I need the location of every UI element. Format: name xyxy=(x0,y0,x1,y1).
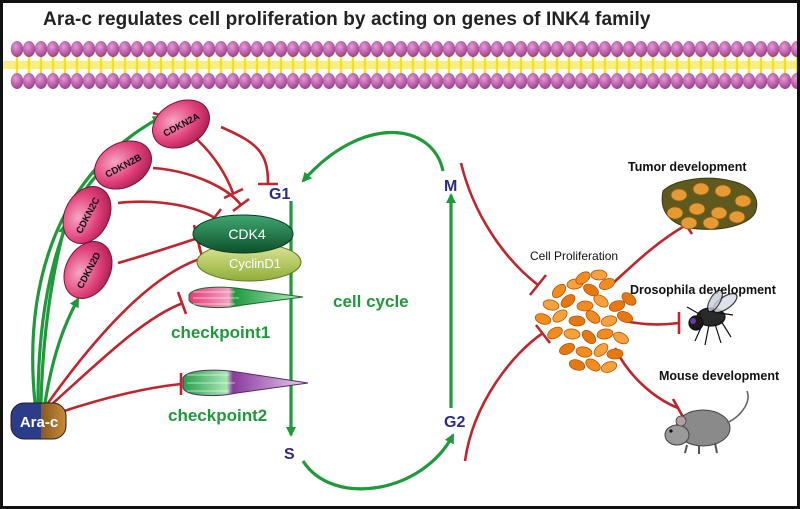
ara-c-badge: Ara-c xyxy=(10,402,67,440)
drosophila-icon xyxy=(686,289,738,346)
gene-cdkn2a: CDKN2A xyxy=(152,99,210,149)
ara-c-label: Ara-c xyxy=(20,414,58,431)
inhibit-cdkn2b-cdk4 xyxy=(152,166,243,206)
phase-g2: G2 xyxy=(444,414,465,431)
inhibit-arac-complex xyxy=(46,256,204,404)
bar xyxy=(176,291,188,315)
inhibit-cdkn2a-g1 xyxy=(220,125,270,184)
bar xyxy=(671,398,685,418)
checkpoint1-label: checkpoint1 xyxy=(171,323,270,342)
cell-proliferation-label: Cell Proliferation xyxy=(530,249,618,263)
phase-g1: G1 xyxy=(269,186,290,203)
arrow-m-to-g1 xyxy=(301,131,445,183)
inhibit-cdkn2c-cdk4 xyxy=(117,200,216,220)
cell-cycle-label: cell cycle xyxy=(333,292,409,311)
checkpoint2-shape xyxy=(182,369,309,397)
proliferating-cells-cluster xyxy=(534,269,637,373)
cell-membrane xyxy=(3,41,797,89)
mouse-icon xyxy=(664,390,749,454)
inhibit-arac-checkpoint2 xyxy=(57,382,182,415)
cyclind1-label: CyclinD1 xyxy=(229,256,281,271)
outcome-drosophila-label: Drosophila development xyxy=(630,283,777,297)
inhibit-arac-checkpoint1 xyxy=(50,301,184,406)
bar xyxy=(528,274,548,296)
checkpoint1-shape xyxy=(188,286,304,309)
gene-cdkn2b: CDKN2B xyxy=(94,140,152,190)
pathway-diagram: CDKN2A CDKN2B CDKN2C CDKN2D CDK4 CyclinD… xyxy=(3,41,797,491)
inhibit-proliferation-drosophila xyxy=(624,319,680,326)
bar xyxy=(223,187,244,200)
diagram-title: Ara-c regulates cell proliferation by ac… xyxy=(43,9,651,30)
cdk4-cyclind1-complex: CDK4 CyclinD1 xyxy=(192,214,302,282)
cdk4-label: CDK4 xyxy=(228,226,266,242)
arrow-s-to-g2 xyxy=(301,433,455,491)
gene-cdkn2c: CDKN2C xyxy=(62,186,112,244)
outcome-mouse-label: Mouse development xyxy=(659,369,780,383)
arrow-arac-cdkn2d xyxy=(43,297,80,404)
inhibit-cdkn2d-cdk4 xyxy=(117,236,199,265)
tumor-tissue-icon xyxy=(661,177,758,230)
phase-m: M xyxy=(444,178,457,195)
gene-cdkn2d: CDKN2D xyxy=(63,241,113,299)
checkpoint2-label: checkpoint2 xyxy=(168,406,267,425)
arrow-arac-cdkn2c xyxy=(39,223,68,404)
bar xyxy=(232,197,250,213)
cdk4-shape xyxy=(192,214,294,254)
inhibit-g2-proliferation xyxy=(463,331,544,462)
inhibit-proliferation-tumor xyxy=(610,223,687,286)
outcome-tumor-label: Tumor development xyxy=(628,160,747,174)
phase-s: S xyxy=(284,446,295,463)
inhibit-m-proliferation xyxy=(459,162,539,287)
bar xyxy=(534,324,552,344)
